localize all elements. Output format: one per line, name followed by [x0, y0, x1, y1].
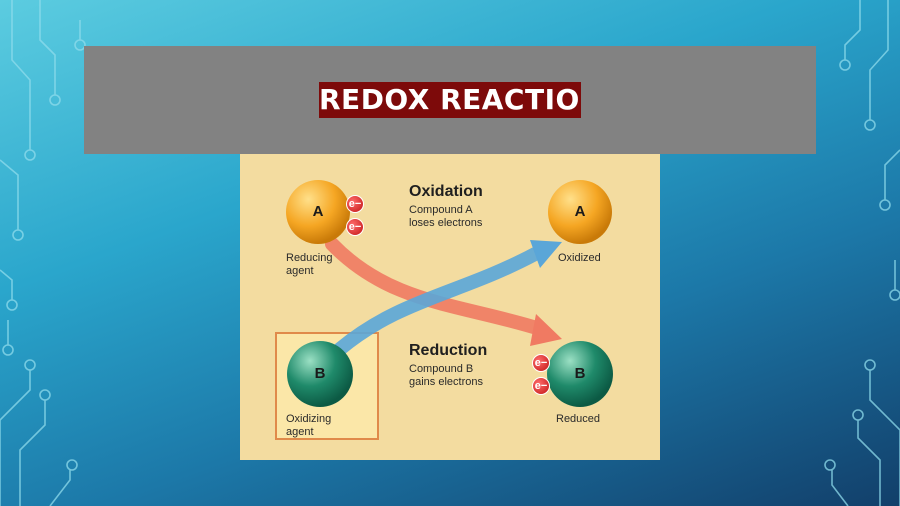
oxidation-desc-line2: loses electrons	[409, 217, 483, 229]
atom-b-before-sphere	[287, 341, 353, 407]
atom-a-before-sphere	[286, 180, 350, 244]
oxidizing-agent-label-line1: Oxidizing	[286, 413, 332, 425]
reduction-desc-line2: gains electrons	[409, 376, 483, 388]
reducing-agent-label-line1: Reducing	[286, 252, 333, 264]
electron-b-1: e−	[532, 354, 550, 372]
diagram-graphics	[286, 180, 613, 407]
atom-a-after-sphere	[548, 180, 612, 244]
atom-b-before-letter: B	[314, 365, 326, 382]
oxidation-desc-line1: Compound A	[409, 204, 473, 216]
reduced-label: Reduced	[556, 413, 601, 425]
reducing-agent-label-line2: agent	[286, 265, 314, 277]
atom-a-before-letter: A	[312, 203, 324, 220]
oxidation-heading: Oxidation	[409, 183, 483, 200]
redox-diagram-panel: A A B B e− e− e− e− Oxidation Compound A…	[240, 154, 660, 460]
electron-b-2: e−	[532, 377, 550, 395]
atom-b-after-sphere	[547, 341, 613, 407]
atom-b-after-letter: B	[574, 365, 586, 382]
atom-a-after-letter: A	[574, 203, 586, 220]
electron-a-1: e−	[346, 195, 364, 213]
reduction-heading: Reduction	[409, 342, 488, 359]
reduction-arrow	[325, 237, 547, 336]
oxidized-label: Oxidized	[558, 252, 601, 264]
oxidation-arrowhead	[530, 240, 562, 268]
reduction-arrowhead	[530, 314, 562, 346]
electron-a-2: e−	[346, 218, 364, 236]
oxidation-arrow	[333, 247, 542, 356]
oxidizing-agent-label-line2: agent	[286, 426, 314, 438]
slide-title: REDOX REACTION	[319, 82, 581, 118]
reduction-desc-line1: Compound B	[409, 363, 474, 375]
